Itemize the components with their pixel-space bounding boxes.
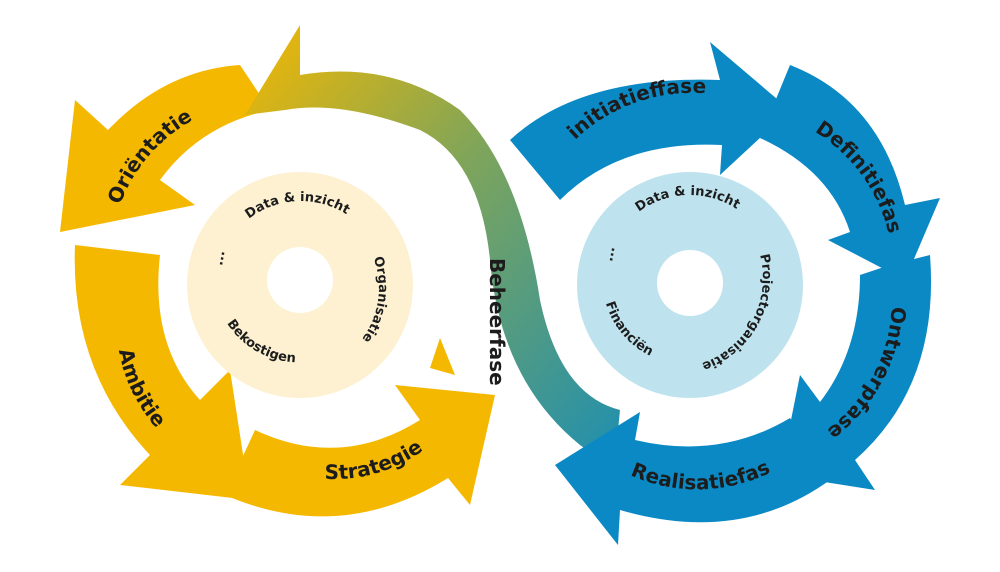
beheerfase-arrow [245, 25, 620, 462]
ambitie-arrow [74, 245, 251, 500]
ontwerpfase-arrow [780, 255, 932, 490]
connector: Beheerfase [245, 25, 620, 462]
initiatieffase-arrow [510, 42, 790, 200]
left-inner-hole [267, 247, 333, 313]
left-inner-ellipsis: ... [211, 249, 228, 266]
strategie-wedge [430, 338, 455, 375]
phase-label-beheerfase: Beheerfase [485, 258, 509, 386]
right-inner-ellipsis: ... [601, 245, 618, 262]
definitiefase-arrow [760, 65, 940, 280]
realisatiefase-arrow [555, 412, 830, 545]
strategie-arrow [225, 385, 495, 517]
orientatie-arrow [60, 65, 270, 232]
right-inner-hole [657, 250, 723, 316]
